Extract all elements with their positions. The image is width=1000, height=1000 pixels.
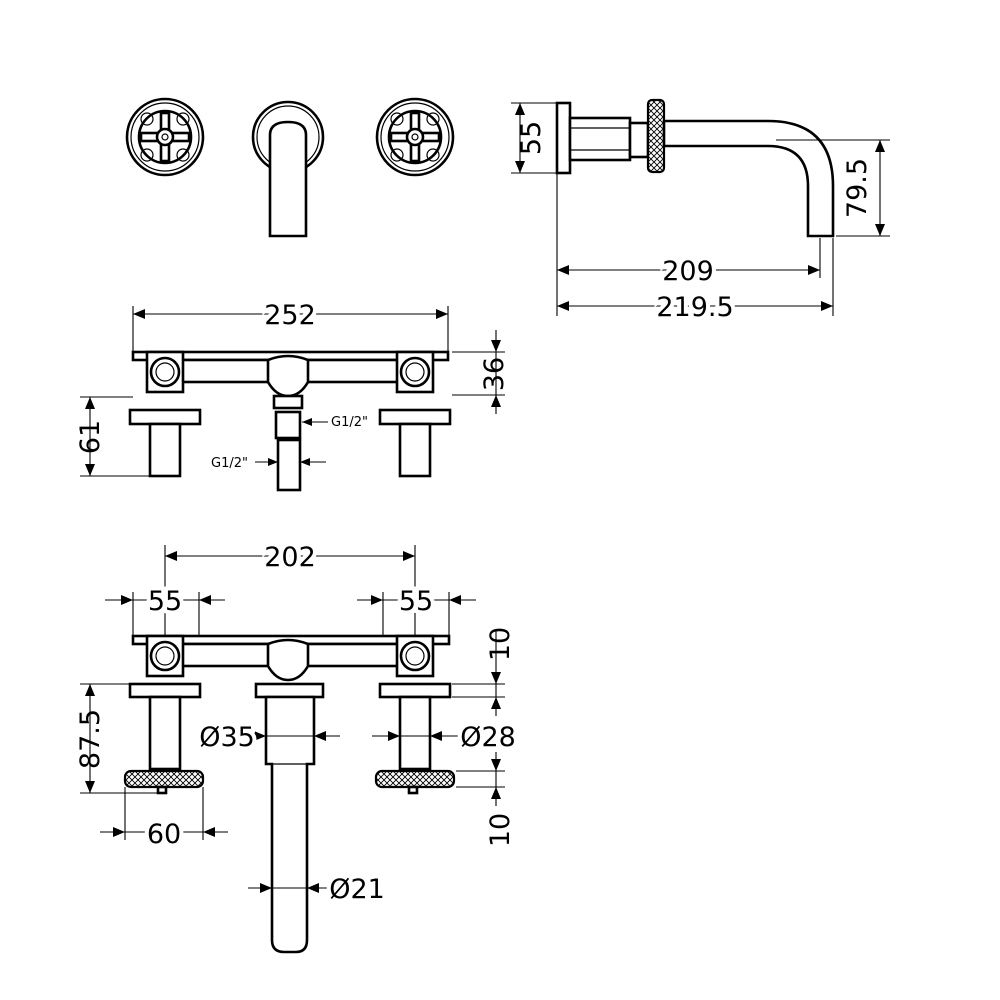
spout-tube [264, 695, 316, 954]
top-body-height-label: 36 [479, 357, 510, 391]
spout-projection-label: 209 [662, 256, 714, 287]
side-knurled-handle [646, 98, 666, 174]
handle-thickness-label: 10 [485, 813, 516, 847]
left-handle-wheel [125, 97, 205, 177]
spout-body-dia-label: Ø35 [199, 722, 255, 753]
right-handle-centre-label: 55 [399, 586, 433, 617]
front-view [125, 97, 455, 238]
left-knurled-handle [123, 769, 205, 789]
left-handle-centre-label: 55 [148, 586, 182, 617]
valve-depth-label: 87.5 [75, 709, 106, 769]
elevation-view: 202 55 55 [75, 538, 520, 954]
side-spout-arm [662, 119, 835, 238]
top-body-depth-label: 61 [75, 420, 106, 454]
overall-projection-label: 219.5 [656, 292, 733, 323]
side-drop-label: 79.5 [842, 158, 873, 218]
centres-label: 202 [264, 542, 316, 573]
top-view: 252 36 61 [75, 296, 510, 492]
valve-body-dia-label: Ø28 [460, 722, 516, 753]
thread-upper-label: G1/2" [331, 415, 368, 430]
side-view: 55 79.5 209 219.5 [511, 98, 890, 327]
wall-plate [555, 101, 572, 175]
handle-dia-label: 60 [147, 819, 181, 850]
side-height-label: 55 [516, 121, 547, 155]
right-handle-wheel [375, 97, 455, 177]
right-knurled-handle [374, 769, 456, 789]
top-width-label: 252 [264, 300, 316, 331]
thread-lower-label: G1/2" [211, 456, 248, 471]
spout-dia-label: Ø21 [329, 874, 385, 905]
flange-thickness-label: 10 [485, 627, 516, 661]
spout-front [251, 100, 325, 238]
